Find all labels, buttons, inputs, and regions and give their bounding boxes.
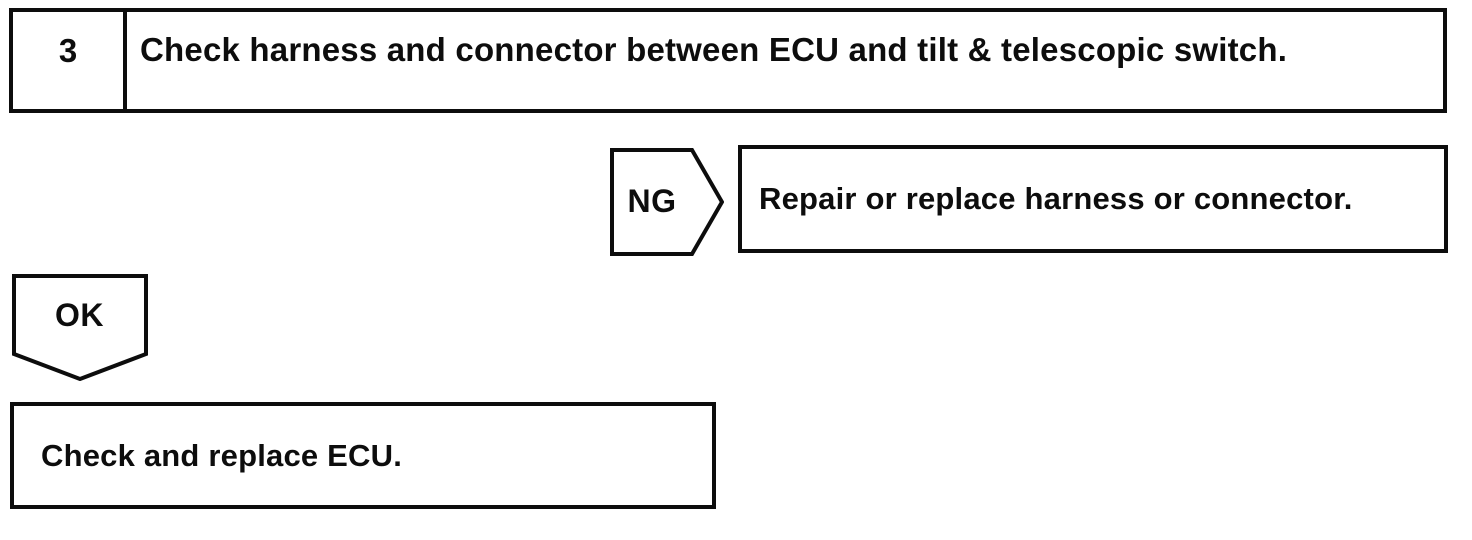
ok-action-text: Check and replace ECU. xyxy=(41,437,403,473)
ng-label: NG xyxy=(627,183,677,219)
ng-action-text: Repair or replace harness or connector. xyxy=(759,181,1353,216)
ok-arrow-icon xyxy=(12,274,148,381)
step-instruction: Check harness and connector between ECU … xyxy=(140,31,1288,68)
step-box: 3 Check harness and connector between EC… xyxy=(9,8,1447,113)
step-number: 3 xyxy=(58,32,78,69)
step-number-cell: 3 xyxy=(13,12,127,109)
ng-arrow-icon xyxy=(610,148,724,256)
ok-label: OK xyxy=(55,296,104,333)
ok-action-box: Check and replace ECU. xyxy=(10,402,716,509)
ng-action-box: Repair or replace harness or connector. xyxy=(738,145,1448,253)
